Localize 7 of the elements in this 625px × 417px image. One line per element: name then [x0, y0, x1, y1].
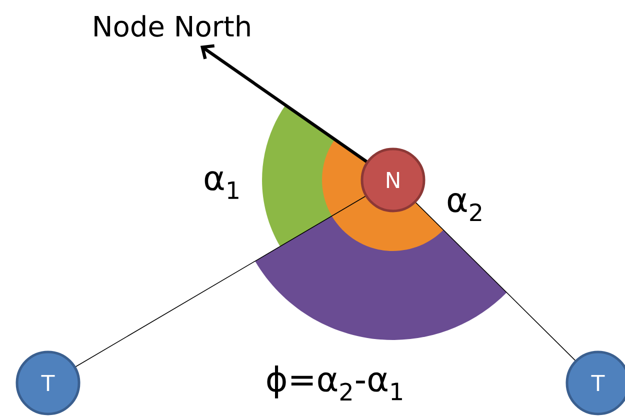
- angle-label: α$_{2}$: [448, 192, 482, 222]
- angle-label: α$_{1}$: [204, 171, 238, 199]
- connector-line: [75, 196, 366, 368]
- arrow: [200, 44, 368, 163]
- connector-line: [416, 202, 576, 361]
- direction-label: Node North: [94, 15, 250, 37]
- formula-label: ϕ=α$_{2}$-α$_{1}$: [267, 366, 402, 400]
